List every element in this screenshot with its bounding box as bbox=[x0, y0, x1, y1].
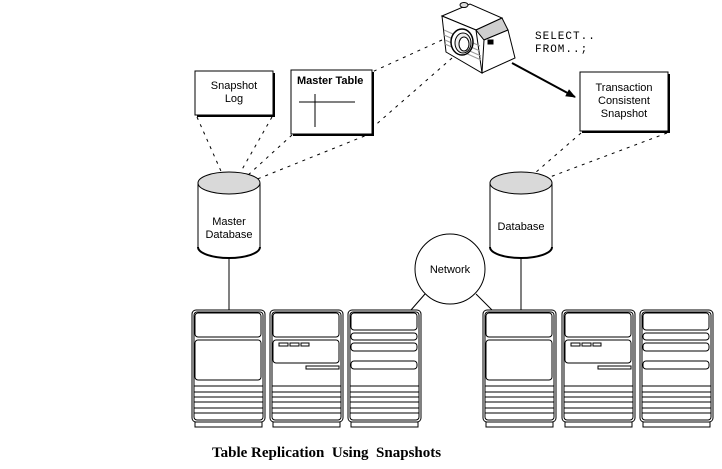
master-database-cylinder: Master Database bbox=[197, 171, 261, 259]
left-server-group bbox=[191, 309, 422, 428]
snapshot-log-label-1: Snapshot bbox=[211, 80, 257, 92]
arrow-camera-to-snapshot bbox=[511, 62, 576, 98]
server-left-1 bbox=[191, 309, 266, 428]
snapshot-label-1: Transaction bbox=[595, 82, 652, 94]
edge-network-to-right bbox=[475, 293, 493, 311]
master-table-title: Master Table bbox=[297, 75, 363, 87]
query-from: FROM..; bbox=[535, 44, 588, 56]
edge-camera-to-master-table-2 bbox=[371, 57, 453, 129]
dashed-edges bbox=[196, 39, 668, 188]
snapshot-label-2: Consistent bbox=[598, 95, 650, 107]
edge-master-table-to-master-db-2 bbox=[239, 132, 373, 187]
edge-camera-to-master-table bbox=[371, 39, 443, 73]
network-node: Network bbox=[414, 233, 486, 305]
database-cylinder: Database bbox=[489, 171, 553, 259]
camera-icon bbox=[440, 2, 516, 74]
edge-snapshot-log-to-master-db-2 bbox=[231, 116, 273, 188]
master-database-label-1: Master bbox=[212, 216, 246, 228]
server-right-3 bbox=[639, 309, 714, 428]
network-label: Network bbox=[430, 264, 471, 276]
master-database-label-2: Database bbox=[205, 229, 252, 241]
query-select: SELECT.. bbox=[535, 31, 596, 43]
server-left-3 bbox=[347, 309, 422, 428]
master-table-box: Master Table bbox=[290, 69, 374, 136]
diagram-caption: Table Replication Using Snapshots bbox=[212, 445, 441, 461]
edge-network-to-left bbox=[410, 293, 426, 311]
server-right-2 bbox=[561, 309, 636, 428]
server-left-2 bbox=[269, 309, 344, 428]
snapshot-log-box: Snapshot Log bbox=[194, 70, 275, 117]
edge-snapshot-to-db-2 bbox=[525, 132, 668, 187]
transaction-snapshot-box: Transaction Consistent Snapshot bbox=[579, 71, 670, 133]
snapshot-log-label-2: Log bbox=[225, 93, 243, 105]
edge-snapshot-to-db bbox=[519, 132, 582, 187]
server-right-1 bbox=[482, 309, 557, 428]
snapshot-label-3: Snapshot bbox=[601, 108, 647, 120]
database-label: Database bbox=[497, 221, 544, 233]
right-server-group bbox=[482, 309, 714, 428]
